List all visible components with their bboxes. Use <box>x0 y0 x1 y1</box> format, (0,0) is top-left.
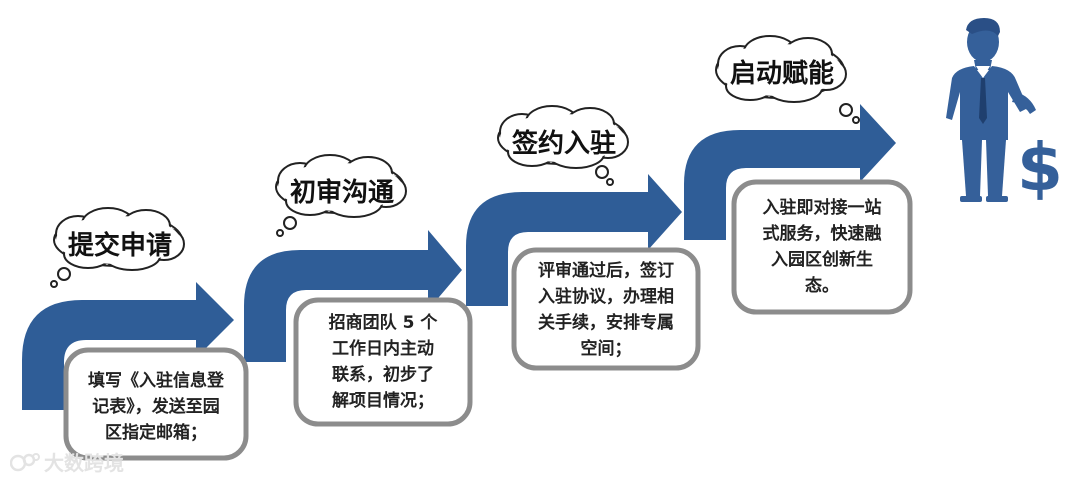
cloud-step-4 <box>715 35 860 124</box>
step-desc-2: 招商团队 5 个 工作日内主动 联系，初步了 解项目情况； <box>328 313 438 411</box>
desc-box-1 <box>63 347 249 461</box>
step-arrow-3 <box>466 174 682 306</box>
step-title-3: 签约入驻 <box>512 129 617 159</box>
svg-text:$: $ <box>1017 129 1063 206</box>
step-arrow-4 <box>684 104 896 240</box>
watermark-text: 大数跨境 <box>44 451 124 475</box>
desc-box-4 <box>731 179 913 315</box>
step-title-4: 启动赋能 <box>730 59 835 89</box>
desc-box-2 <box>293 297 473 427</box>
desc-box-3 <box>511 247 701 371</box>
step-desc-3: 评审通过后，签订 入驻协议，办理相 关手续，安排专属 空间； <box>538 261 674 359</box>
step-arrows <box>22 104 896 410</box>
step-desc-4: 入驻即对接一站 式服务，快速融 入园区创新生 态。 <box>762 198 882 296</box>
step-title-1: 提交申请 <box>68 231 173 261</box>
cloud-step-3 <box>497 105 629 186</box>
step-arrow-2 <box>244 230 462 362</box>
cloud-step-2 <box>275 154 407 237</box>
watermark-logo-icon <box>10 452 40 471</box>
watermark: 大数跨境 <box>10 447 124 476</box>
cloud-step-1 <box>50 207 185 288</box>
step-arrow-1 <box>22 282 234 410</box>
businessman-dollar-icon: $ <box>946 18 1063 206</box>
step-title-2: 初审沟通 <box>290 178 395 208</box>
step-desc-1: 填写《入驻信息登 记表》，发送至园 区指定邮箱； <box>88 371 224 443</box>
